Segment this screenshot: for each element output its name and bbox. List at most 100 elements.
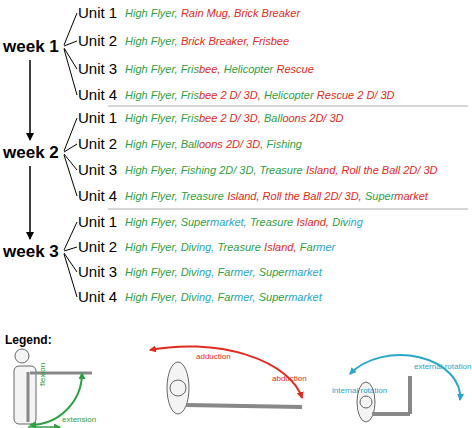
game-name: Rescue <box>277 63 314 75</box>
unit-label: Unit 4 <box>78 288 117 306</box>
game-name: bee 2 D/ 3D, <box>199 89 261 101</box>
game-name: bee, <box>199 63 220 75</box>
game-name: Island, <box>264 241 296 253</box>
game-name: ing, <box>197 266 215 278</box>
week-arrow <box>29 166 31 239</box>
game-name: Island, <box>296 216 328 228</box>
game-name: Island, Roll the Ball 2D/ 3D, <box>227 190 362 202</box>
game-name: Far <box>218 266 235 278</box>
game-list: High Flyer, Balloons 2D/ 3D,Fishing <box>125 138 302 151</box>
branch-line <box>64 49 77 95</box>
branch-lines <box>64 13 77 297</box>
game-list: High Flyer, Diving,Farmer,Supermarket <box>125 291 322 304</box>
branch-line <box>64 253 77 272</box>
unit-label: Unit 3 <box>78 60 117 78</box>
rotation-figure <box>357 376 410 422</box>
game-list: High Flyer, Frisbee, HelicopterRescue <box>125 63 314 76</box>
branch-line <box>64 247 77 251</box>
unit-label: Unit 2 <box>78 32 117 50</box>
legend-label: adduction <box>196 352 231 362</box>
week-label: week 3 <box>3 242 59 262</box>
game-name: Far <box>300 241 317 253</box>
unit-label: Unit 2 <box>78 135 117 153</box>
unit-label: Unit 3 <box>78 161 117 179</box>
game-name: Rain Mug, Brick Breaker <box>181 7 300 19</box>
figure-upper-arm <box>372 412 410 416</box>
game-name: Treasure <box>250 216 293 228</box>
legend-label: flexion <box>38 363 48 386</box>
figure-head <box>170 380 186 396</box>
figure-shoulders <box>167 362 189 414</box>
game-list: High Flyer, Fishing 2D/ 3D, TreasureIsla… <box>125 164 437 177</box>
branch-line <box>64 48 77 69</box>
game-name: Super <box>365 190 394 202</box>
game-name: Brick Breaker, Frisbee <box>181 35 289 47</box>
unit-label: Unit 4 <box>78 86 117 104</box>
branch-line <box>64 155 77 196</box>
figure-head <box>360 396 372 408</box>
game-name: Super <box>259 291 288 303</box>
game-name: oons 2D/ 3D <box>282 112 343 124</box>
game-name: Ball <box>264 112 282 124</box>
branch-line <box>64 254 77 297</box>
game-list: High Flyer, Diving,TreasureIsland,Farmer <box>125 241 335 254</box>
branch-line <box>64 144 77 152</box>
game-list: High Flyer, Diving,Farmer,Supermarket <box>125 266 322 279</box>
abduction-arc <box>150 346 302 398</box>
game-name: bee 2 D/ 3D, <box>199 112 261 124</box>
divider-line <box>108 209 468 210</box>
unit-label: Unit 1 <box>78 4 117 22</box>
side-view-figure <box>14 349 92 424</box>
game-name: market <box>394 190 428 202</box>
legend-label: internal rotation <box>332 386 387 396</box>
figure-arm <box>27 372 30 422</box>
game-name: ing, <box>197 291 215 303</box>
legend-title: Legend: <box>5 333 52 347</box>
unit-label: Unit 1 <box>78 213 117 231</box>
figure-head <box>15 349 29 363</box>
unit-label: Unit 3 <box>78 263 117 281</box>
game-name: High Flyer, Fris <box>125 63 199 75</box>
game-name: market <box>288 291 322 303</box>
branch-line <box>64 118 77 151</box>
game-name: High Flyer, Super <box>125 216 210 228</box>
branch-line <box>64 222 77 250</box>
game-list: High Flyer, TreasureIsland, Roll the Bal… <box>125 190 428 203</box>
legend-label: abduction <box>272 374 307 384</box>
game-name: market, <box>210 216 247 228</box>
game-name: Helicopter <box>224 63 274 75</box>
game-name: High Flyer, Ball <box>125 138 199 150</box>
figure-arm <box>186 405 302 407</box>
branch-line <box>64 13 77 45</box>
week-arrow <box>29 60 31 140</box>
game-name: oons 2D/ 3D, <box>199 138 263 150</box>
game-name: Div <box>332 216 348 228</box>
figure-forearm <box>408 376 412 414</box>
game-list: High Flyer, Frisbee 2 D/ 3D,Balloons 2D/… <box>125 112 344 125</box>
game-list: High Flyer,Rain Mug, Brick Breaker <box>125 7 300 20</box>
game-name: High Flyer, Fris <box>125 89 199 101</box>
game-name: Island, Roll the Ball 2D/ 3D <box>306 164 437 176</box>
game-name: Super <box>259 266 288 278</box>
week-label: week 2 <box>3 143 59 163</box>
game-name: Helicopter <box>264 89 314 101</box>
branch-line <box>64 41 77 46</box>
game-name: High Flyer, <box>125 7 178 19</box>
top-view-figure <box>167 362 302 414</box>
game-name: High Flyer, Fris <box>125 112 199 124</box>
game-list: High Flyer, Supermarket,TreasureIsland, D… <box>125 216 363 229</box>
game-name: ing, <box>197 241 215 253</box>
game-name: Fishing <box>266 138 301 150</box>
game-name: High Flyer, Fishing 2D/ 3D, Treasure <box>125 164 303 176</box>
game-name: mer, <box>234 266 255 278</box>
unit-label: Unit 2 <box>78 238 117 256</box>
legend-label: external rotation <box>414 362 471 372</box>
game-name: High Flyer, Treasure <box>125 190 224 202</box>
unit-label: Unit 4 <box>78 187 117 205</box>
game-name: High Flyer, Div <box>125 241 197 253</box>
game-list: High Flyer, Frisbee 2 D/ 3D,HelicopterRe… <box>125 89 395 102</box>
figure-torso <box>14 366 36 424</box>
game-name: High Flyer, Div <box>125 291 197 303</box>
game-name: Rescue 2 D/ 3D <box>317 89 395 101</box>
